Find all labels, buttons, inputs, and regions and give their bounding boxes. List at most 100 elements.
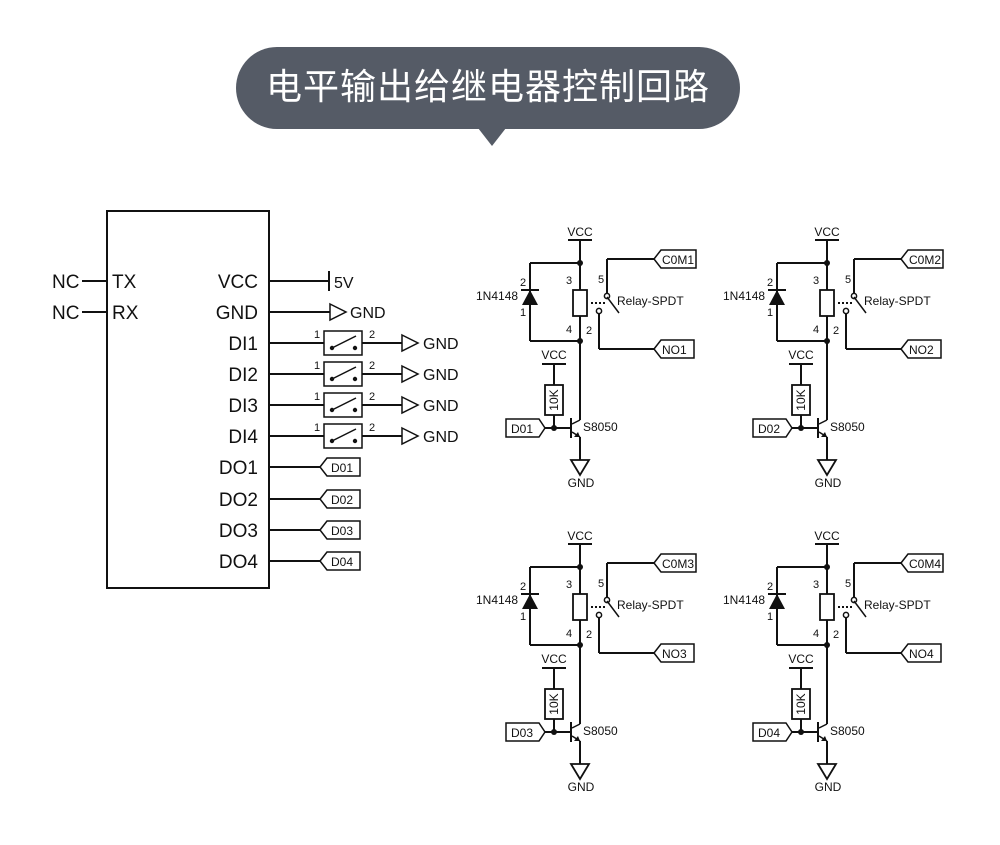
do3-output: D03: [269, 520, 361, 540]
do3-net-tag: [319, 520, 361, 540]
junction-dot-bottom: [577, 642, 583, 648]
junction-dot-bottom: [577, 338, 583, 344]
di1-switch-pin2: 2: [369, 329, 375, 341]
no-net-tag: [653, 339, 695, 359]
ground-label: GND: [568, 780, 595, 794]
do2-net-tag: [319, 489, 361, 509]
do2-output: D02: [269, 489, 361, 509]
input-net-tag: [752, 418, 793, 438]
relay-pin3: 3: [813, 579, 819, 591]
di1-switch-pin1: 1: [314, 329, 320, 341]
relay-pin3: 3: [813, 275, 819, 287]
relay-coil: [819, 593, 835, 621]
relay-vcc-label: VCC: [814, 225, 840, 239]
di2-switch-pin1: 1: [314, 360, 320, 372]
relay-circuit-4: VCC 1N4148 2 1 3 4 5 2 Relay-SPDT C0M4: [723, 529, 944, 794]
no-net-tag: [900, 643, 942, 663]
di2-gnd-label: GND: [423, 367, 459, 384]
relay-com-contact: [850, 596, 858, 604]
relay-pin5: 5: [845, 578, 851, 590]
pin-label-do3: DO3: [219, 521, 258, 542]
di2-switch: 1 2 GND: [269, 360, 459, 387]
relay-label: Relay-SPDT: [617, 294, 684, 308]
relay-no-contact: [842, 611, 850, 619]
relay-pin3: 3: [566, 579, 572, 591]
rx-nc-label: NC: [52, 303, 79, 324]
relay-switch-blade: [853, 600, 867, 618]
diode-icon: [522, 290, 538, 305]
ground-icon: [816, 763, 838, 781]
di4-switch-pin1: 1: [314, 422, 320, 434]
relay-circuit-1: VCC 1N4148 2 1 3 4 5 2 Relay-SPDT C0M1: [476, 225, 697, 490]
no-net-tag-label: NO2: [909, 343, 934, 357]
relay-coil: [819, 289, 835, 317]
di2-switch-pin2: 2: [369, 360, 375, 372]
pin-label-vcc: VCC: [218, 272, 258, 293]
com-net-tag-label: C0M1: [662, 253, 694, 267]
relay-vcc-label: VCC: [567, 529, 593, 543]
com-net-tag: [653, 249, 697, 269]
input-net-tag: [752, 722, 793, 742]
di2-switch-contact-b: [352, 376, 358, 382]
gnd-net-label: GND: [350, 305, 386, 322]
diode-label: 1N4148: [476, 593, 518, 607]
do4-output: D04: [269, 551, 361, 571]
module-outline: [106, 210, 270, 589]
junction-dot-top: [824, 564, 830, 570]
di4-switch-contact-a: [329, 438, 335, 444]
di2-switch-lever: [331, 366, 357, 380]
relay-pin4: 4: [813, 628, 819, 640]
gnd-arrow-icon: [329, 302, 348, 322]
di3-gnd-arrow-icon: [401, 395, 420, 415]
pin-label-di2: DI2: [228, 365, 258, 386]
di2-gnd-arrow-icon: [401, 364, 420, 384]
di3-switch-contact-b: [352, 407, 358, 413]
transistor-label: S8050: [583, 420, 618, 434]
input-net-tag-label: D04: [758, 726, 780, 740]
di1-switch-lever: [331, 335, 357, 349]
diode-icon: [522, 594, 538, 609]
relay-pin4: 4: [813, 324, 819, 336]
ground-label: GND: [815, 780, 842, 794]
no-net-tag-label: NO4: [909, 647, 934, 661]
junction-dot-bottom: [824, 642, 830, 648]
relay-no-contact: [842, 307, 850, 315]
relay-com-contact: [603, 292, 611, 300]
relay-coil: [572, 593, 588, 621]
do1-net-tag: [319, 457, 361, 477]
relay-label: Relay-SPDT: [617, 598, 684, 612]
no-net-tag: [900, 339, 942, 359]
di1-switch-contact-b: [352, 345, 358, 351]
relay-no-contact: [595, 307, 603, 315]
diode-icon: [769, 594, 785, 609]
relay-circuit-2: VCC 1N4148 2 1 3 4 5 2 Relay-SPDT C0M2: [723, 225, 944, 490]
diode-pin1: 1: [767, 307, 773, 319]
collector-lead: [571, 419, 581, 425]
emitter-arrow-icon: [821, 736, 827, 741]
relay-circuit-3: VCC 1N4148 2 1 3 4 5 2 Relay-SPDT C0M3: [476, 529, 697, 794]
collector-lead: [571, 723, 581, 729]
diode-pin1: 1: [767, 611, 773, 623]
diode-pin2: 2: [520, 277, 526, 289]
relay-pin2: 2: [586, 325, 592, 337]
relay-pin2: 2: [833, 629, 839, 641]
do1-output: D01: [269, 457, 361, 477]
junction-dot-top: [824, 260, 830, 266]
do2-net-tag-label: D02: [331, 493, 353, 507]
diode-pin1: 1: [520, 611, 526, 623]
ground-icon: [569, 763, 591, 781]
vcc-5v-label: 5V: [334, 275, 354, 292]
pin-label-di4: DI4: [228, 427, 258, 448]
page-title: 电平输出给继电器控制回路: [265, 67, 710, 108]
relay-pin4: 4: [566, 324, 572, 336]
transistor-label: S8050: [583, 724, 618, 738]
relay-pin2: 2: [586, 629, 592, 641]
com-net-tag-label: C0M4: [909, 557, 941, 571]
junction-dot-top: [577, 564, 583, 570]
relay-vcc-label: VCC: [567, 225, 593, 239]
relay-pin5: 5: [598, 274, 604, 286]
diode-label: 1N4148: [723, 593, 765, 607]
base-resistor-label: 10K: [547, 693, 561, 714]
relay-pin2: 2: [833, 325, 839, 337]
